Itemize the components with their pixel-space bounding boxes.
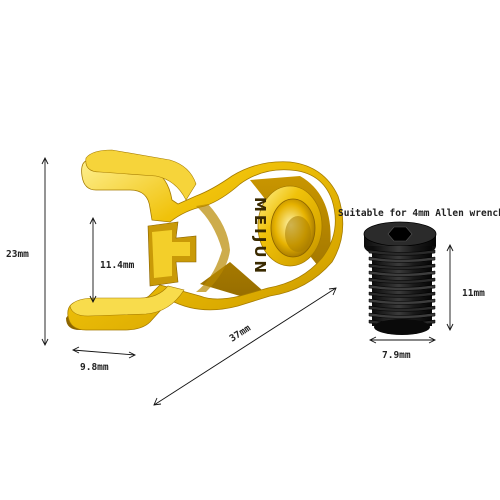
thread-crest xyxy=(368,263,436,270)
hex-socket xyxy=(387,226,413,242)
gold-hanger: MEIJUN xyxy=(66,149,344,331)
thread-crest xyxy=(368,305,436,312)
bolt-tip xyxy=(374,319,430,335)
dimension-overall-height: 23mm xyxy=(6,156,49,347)
dimension-arm-width: 9.8mm xyxy=(71,346,137,373)
label-slot-width: 11.4mm xyxy=(100,260,135,271)
label-arm-width: 9.8mm xyxy=(80,362,109,373)
thread-crest xyxy=(368,284,436,291)
allen-wrench-note: Suitable for 4mm Allen wrench xyxy=(338,208,500,219)
bore-inner-shadow xyxy=(285,216,311,252)
fork-ridge xyxy=(196,204,230,292)
label-overall-length: 37mm xyxy=(228,323,253,345)
slot-step-highlight xyxy=(152,230,190,278)
label-bolt-diameter: 7.9mm xyxy=(382,350,411,361)
dimension-overall-length: 37mm xyxy=(153,287,337,406)
thread-crest xyxy=(368,298,436,305)
label-bolt-height: 11mm xyxy=(462,288,485,299)
upper-arm xyxy=(85,149,197,201)
thread-crest xyxy=(368,249,436,256)
dimension-bolt-diameter: 7.9mm xyxy=(368,336,437,361)
thread-crest xyxy=(368,291,436,298)
thread-crest xyxy=(368,277,436,284)
dimension-bolt-height: 11mm xyxy=(446,243,485,332)
bolt-threads xyxy=(368,246,436,326)
lower-arm xyxy=(69,285,185,317)
black-bolt xyxy=(363,221,437,335)
thread-crest xyxy=(368,270,436,277)
label-overall-height: 23mm xyxy=(6,249,29,260)
dimension-slot-width: 11.4mm xyxy=(89,216,135,304)
brand-wordmark: MEIJUN xyxy=(251,197,269,276)
bolt-shank xyxy=(372,246,432,326)
thread-crest xyxy=(368,312,436,319)
thread-crest xyxy=(368,256,436,263)
